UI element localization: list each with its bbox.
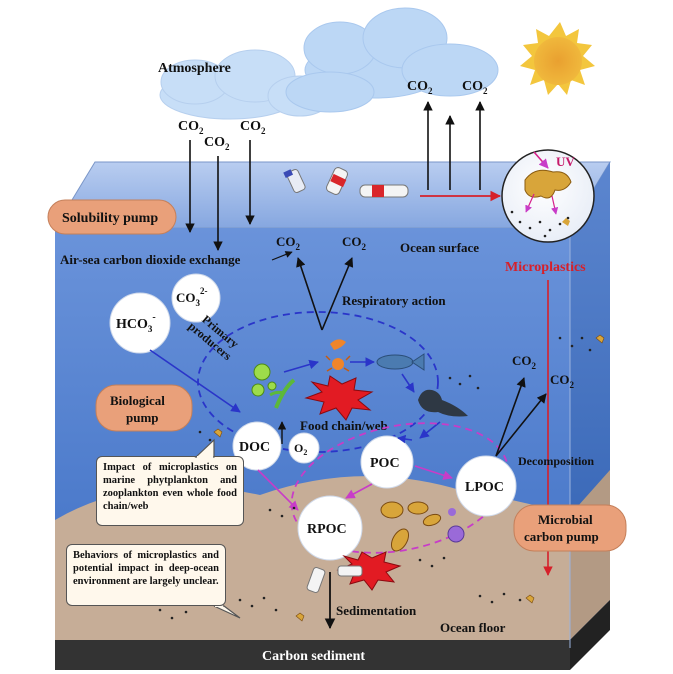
rpoc-label: RPOC	[307, 522, 347, 537]
svg-text:O2: O2	[294, 441, 307, 457]
co2-top-2: CO2	[204, 135, 230, 152]
co2-decomp-2: CO2	[550, 372, 575, 390]
co2-top-4: CO2	[407, 79, 433, 96]
svg-text:CO2: CO2	[240, 119, 266, 136]
svg-text:CO2: CO2	[178, 119, 204, 136]
zooplankton-icon	[325, 339, 351, 372]
microplastic-particles	[158, 336, 592, 620]
o2-circle	[288, 432, 320, 464]
poc-circle	[360, 435, 414, 489]
solubility-pump-label: Solubility pump	[62, 211, 158, 226]
food-chain-label: Food chain/web	[300, 418, 388, 433]
biological-pump-badge	[95, 384, 193, 432]
plastic-bottle-icon	[283, 167, 409, 198]
ocean-surface-label: Ocean surface	[400, 240, 479, 255]
sedimentation-label: Sedimentation	[336, 603, 417, 618]
biological-pump-line1: Biological	[110, 393, 165, 408]
svg-text:CO2: CO2	[342, 234, 367, 252]
hco3-circle	[109, 292, 171, 354]
microplastics-label: Microplastics	[505, 260, 586, 275]
svg-text:CO2: CO2	[276, 234, 301, 252]
svg-text:CO2: CO2	[462, 79, 488, 96]
bacteria-icon	[380, 501, 465, 552]
co2-resp-1: CO2	[276, 234, 301, 252]
lpoc-label: LPOC	[465, 480, 504, 495]
svg-text:HCO3-: HCO3-	[116, 312, 156, 334]
cloud-right	[285, 7, 499, 113]
decomposition-label: Decomposition	[518, 454, 594, 468]
microplastic-particle-icon	[524, 169, 572, 199]
svg-text:CO32-: CO32-	[176, 286, 208, 308]
biological-pump-line2: pump	[126, 410, 159, 425]
co3-label: CO32-	[176, 286, 208, 308]
doc-label: DOC	[239, 440, 270, 455]
poc-label: POC	[370, 456, 400, 471]
co3-circle	[171, 273, 221, 323]
ocean-floor-label: Ocean floor	[440, 620, 506, 635]
svg-text:CO2: CO2	[407, 79, 433, 96]
fish-icon	[376, 353, 425, 371]
o2-label: O2	[294, 441, 307, 457]
carbon-sediment-side	[570, 600, 610, 670]
impact-starburst-2	[336, 551, 402, 591]
solubility-pump-badge	[47, 199, 177, 235]
atmosphere-label: Atmosphere	[158, 61, 231, 76]
food-web-loop	[197, 311, 439, 453]
doc-circle	[232, 421, 282, 471]
seal-icon	[418, 389, 468, 417]
co2-resp-2: CO2	[342, 234, 367, 252]
behaviors-note: Behaviors of microplastics and potential…	[66, 544, 226, 606]
svg-text:CO2: CO2	[204, 135, 230, 152]
microbial-pump-line2: carbon pump	[524, 529, 599, 544]
svg-text:CO2: CO2	[512, 353, 537, 371]
sun-icon	[520, 22, 595, 95]
svg-text:CO2: CO2	[550, 372, 575, 390]
respiratory-action-label: Respiratory action	[342, 293, 446, 308]
air-sea-exchange-label: Air-sea carbon dioxide exchange	[60, 252, 241, 267]
impact-starburst-1	[304, 375, 374, 421]
co2-decomp-1: CO2	[512, 353, 537, 371]
co2-top-1: CO2	[178, 119, 204, 136]
impact-note: Impact of microplastics on marine phytpl…	[96, 456, 244, 526]
microbial-pump-line1: Microbial	[538, 512, 593, 527]
hco3-label: HCO3-	[116, 312, 156, 334]
microbial-pump-badge	[513, 504, 627, 552]
co2-top-3: CO2	[240, 119, 266, 136]
carbon-sediment-band	[55, 640, 570, 670]
co2-top-5: CO2	[462, 79, 488, 96]
lpoc-circle	[455, 455, 517, 517]
plastic-bottle-deep-icon	[306, 565, 363, 593]
uv-label: UV	[556, 154, 575, 169]
rpoc-circle	[297, 495, 363, 561]
phytoplankton-icon	[251, 363, 296, 409]
carbon-sediment-label: Carbon sediment	[262, 649, 365, 664]
